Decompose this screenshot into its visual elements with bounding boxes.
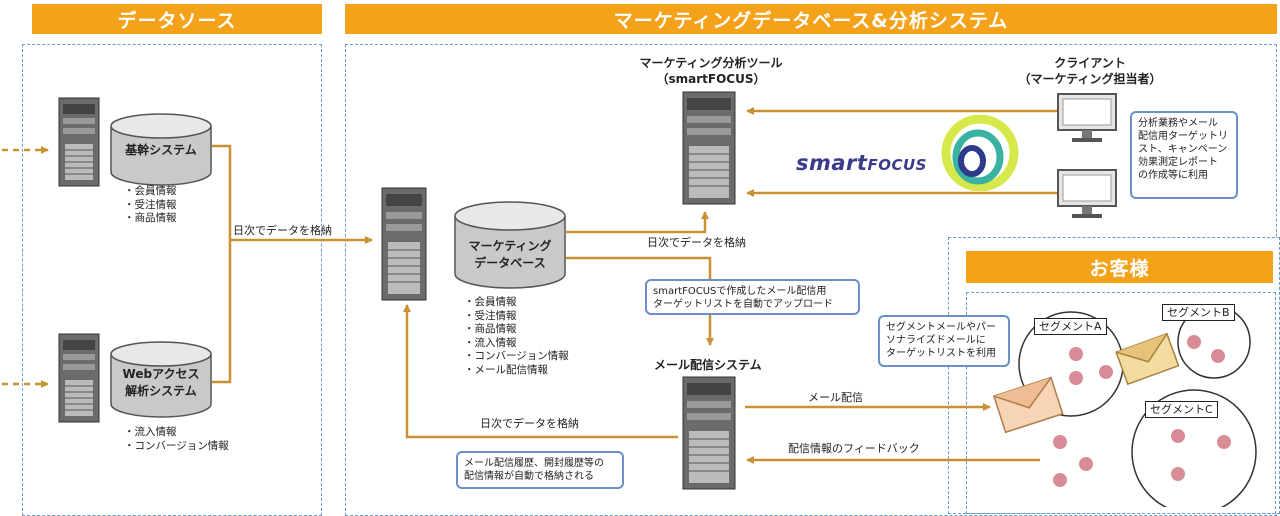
- database-web-label-line2: 解析システム: [125, 384, 197, 398]
- database-marketing-label-line2: データベース: [474, 256, 546, 270]
- database-web-label-line1: Webアクセス: [122, 367, 200, 381]
- note-line: スト、キャンペーン: [1138, 144, 1228, 155]
- server-core-icon: [58, 97, 100, 187]
- arrow-db-to-tool: [566, 211, 709, 234]
- note-line: の作成等に利用: [1138, 170, 1208, 181]
- client-monitor-icon: [1057, 93, 1117, 142]
- server-web-icon: [58, 333, 100, 423]
- label-feedback: 配信情報のフィードバック: [788, 442, 920, 455]
- analysis-tool-title-line2: （smartFOCUS）: [656, 72, 766, 86]
- list-item: ・受注情報: [464, 309, 517, 322]
- upload-note: smartFOCUSで作成したメール配信用 ターゲットリストを自動でアップロード: [645, 279, 860, 315]
- label-daily-store-2: 日次でデータを格納: [647, 236, 746, 249]
- note-line: 配信情報が自動で格納される: [464, 471, 594, 482]
- list-item: ・会員情報: [124, 185, 177, 197]
- note-line: 分析業務やメール: [1138, 118, 1218, 129]
- server-analysis-tool-icon: [682, 91, 736, 205]
- envelope-icon: [992, 376, 1064, 434]
- mail-system-title: メール配信システム: [654, 358, 762, 372]
- database-core-icon: [110, 113, 212, 186]
- note-line: セグメントメールやパー: [886, 322, 996, 333]
- section-header-data-source: データソース: [32, 4, 322, 34]
- note-line: smartFOCUSで作成したメール配信用: [653, 286, 827, 297]
- server-mail-system-icon: [682, 376, 736, 490]
- marketing-db-info-list: ・会員情報 ・受注情報 ・商品情報 ・流入情報 ・コンバージョン情報 ・メール配…: [464, 296, 569, 377]
- arrow-upload-to-mail: [566, 256, 714, 346]
- note-line: ターゲットリストを自動でアップロード: [653, 299, 833, 310]
- database-marketing-icon: [454, 201, 566, 289]
- history-note: メール配信履歴、開封履歴等の 配信情報が自動で格納される: [456, 451, 624, 489]
- client-title-line1: クライアント: [1054, 56, 1126, 70]
- smartfocus-logo: smartFOCUS: [796, 151, 927, 175]
- section-header-customer-overlay: お客様: [966, 251, 1273, 283]
- database-marketing-label-line1: マーケティング: [468, 239, 552, 253]
- note-line: 効果測定レポート: [1138, 157, 1218, 168]
- database-marketing-label: マーケティング データベース: [452, 238, 568, 272]
- server-marketing-db-icon: [381, 187, 427, 301]
- list-item: ・メール配信情報: [464, 363, 548, 376]
- list-item: ・商品情報: [464, 323, 517, 335]
- label-daily-store-1: 日次でデータを格納: [233, 224, 332, 237]
- section-header-marketing-system: マーケティングデータベース&分析システム: [345, 4, 1277, 34]
- segment-c-label: セグメントC: [1145, 401, 1218, 418]
- section-title: お客様: [1089, 257, 1150, 280]
- section-title: データソース: [117, 9, 237, 32]
- note-line: メール配信履歴、開封履歴等の: [464, 458, 604, 469]
- note-line: ターゲットリストを利用: [886, 348, 996, 359]
- client-monitor-icon: [1057, 169, 1117, 218]
- analysis-tool-title: マーケティング分析ツール （smartFOCUS）: [616, 55, 806, 87]
- list-item: ・流入情報: [124, 426, 177, 438]
- client-note: 分析業務やメール 配信用ターゲットリ スト、キャンペーン 効果測定レポート の作…: [1130, 111, 1238, 199]
- client-title-line2: （マーケティング担当者）: [1018, 72, 1162, 86]
- database-core-label: 基幹システム: [125, 143, 197, 157]
- core-info-list: ・会員情報 ・受注情報 ・商品情報: [124, 185, 177, 226]
- analysis-tool-title-line1: マーケティング分析ツール: [639, 56, 783, 70]
- section-title: マーケティングデータベース&分析システム: [613, 9, 1009, 32]
- arrow-mail-to-db: [403, 304, 678, 439]
- label-mail-delivery: メール配信: [808, 391, 863, 404]
- database-web-icon: [110, 341, 212, 418]
- list-item: ・コンバージョン情報: [464, 350, 569, 362]
- source-bracket: [212, 144, 232, 384]
- smartfocus-logo-mark-icon: [941, 115, 1019, 191]
- segment-note: セグメントメールやパー ソナライズドメールに ターゲットリストを利用: [878, 315, 1010, 367]
- segment-b-label: セグメントB: [1162, 304, 1235, 321]
- segment-a-label: セグメントA: [1034, 318, 1107, 335]
- list-item: ・受注情報: [124, 198, 177, 211]
- client-title: クライアント （マーケティング担当者）: [1000, 55, 1180, 87]
- list-item: ・流入情報: [464, 336, 517, 349]
- list-item: ・商品情報: [124, 212, 177, 224]
- note-line: 配信用ターゲットリ: [1138, 131, 1228, 142]
- envelope-icon: [1115, 332, 1180, 386]
- label-daily-store-3: 日次でデータを格納: [480, 417, 579, 430]
- database-web-label: Webアクセス 解析システム: [108, 366, 214, 400]
- list-item: ・会員情報: [464, 296, 517, 308]
- list-item: ・コンバージョン情報: [124, 439, 229, 452]
- logo-text-b: FOCUS: [867, 156, 927, 174]
- web-info-list: ・流入情報 ・コンバージョン情報: [124, 426, 229, 453]
- note-line: ソナライズドメールに: [886, 335, 986, 346]
- logo-text-a: smart: [796, 151, 868, 175]
- segment-c-circle: [1131, 389, 1257, 507]
